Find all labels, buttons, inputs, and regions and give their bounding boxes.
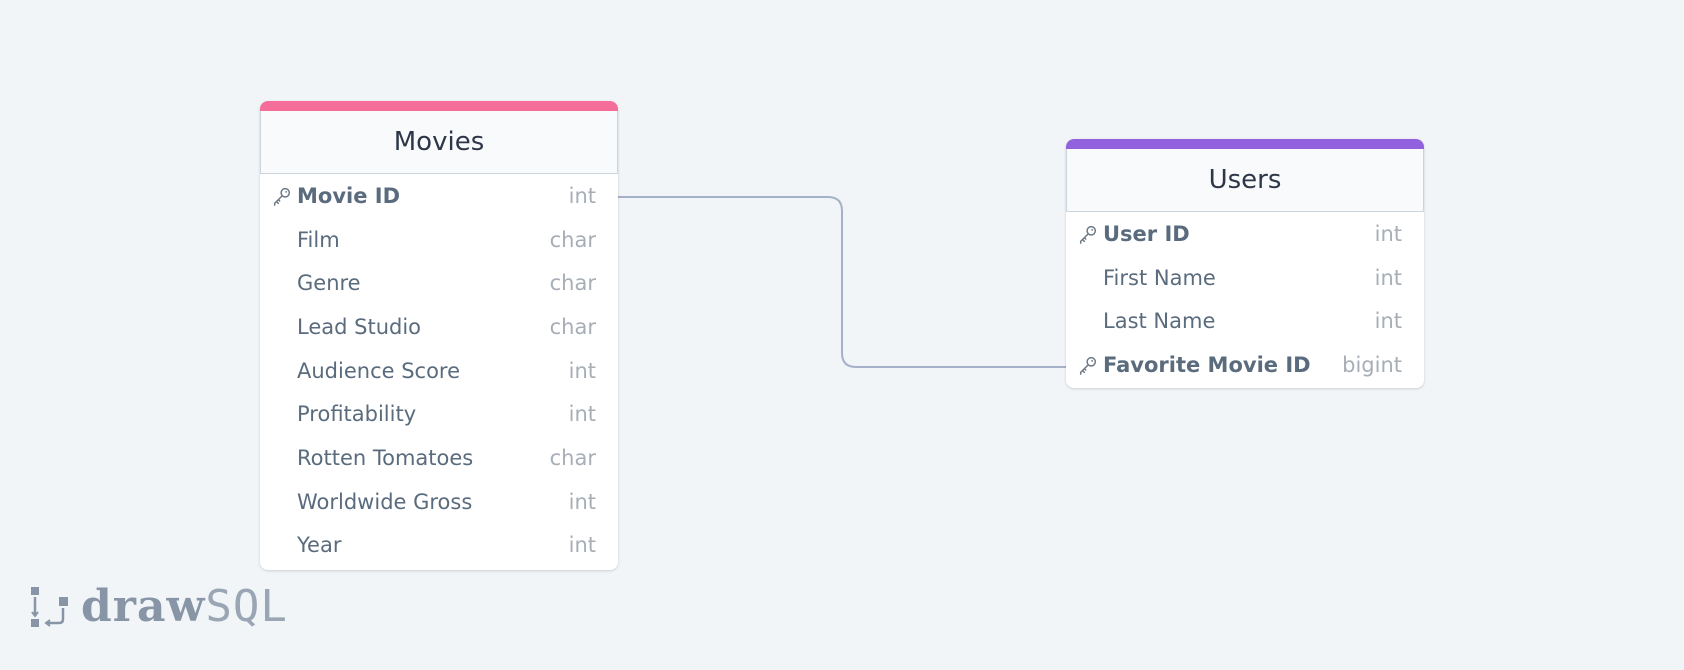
table-title: Users	[1066, 149, 1424, 212]
table-movies[interactable]: Movies Movie ID int Film char Genre char…	[260, 101, 618, 570]
column-type: char	[549, 227, 596, 252]
column-row[interactable]: Movie ID int	[260, 174, 618, 218]
column-type: char	[549, 445, 596, 470]
column-row[interactable]: Genre char	[260, 261, 618, 305]
table-columns: User ID int First Name int Last Name int…	[1066, 212, 1424, 387]
key-icon	[1079, 225, 1097, 244]
column-name: Genre	[297, 271, 361, 296]
column-row[interactable]: First Name int	[1066, 256, 1424, 300]
drawsql-logo-icon	[31, 587, 68, 627]
table-accent-bar	[260, 101, 618, 111]
column-name: Worldwide Gross	[297, 489, 473, 514]
column-row[interactable]: Rotten Tomatoes char	[260, 436, 618, 480]
drawsql-wordmark: drawSQL	[81, 585, 288, 629]
key-icon	[273, 187, 291, 206]
wordmark-draw: draw	[81, 581, 206, 632]
table-columns: Movie ID int Film char Genre char Lead S…	[260, 174, 618, 567]
column-type: char	[549, 314, 596, 339]
column-type: int	[568, 402, 596, 427]
column-name: First Name	[1103, 265, 1216, 290]
column-name: Rotten Tomatoes	[297, 445, 474, 470]
column-row[interactable]: User ID int	[1066, 212, 1424, 256]
column-row[interactable]: Lead Studio char	[260, 305, 618, 349]
column-type: int	[568, 358, 596, 383]
column-type: int	[1374, 265, 1402, 290]
column-row[interactable]: Last Name int	[1066, 299, 1424, 343]
column-row[interactable]: Worldwide Gross int	[260, 480, 618, 524]
relationship-line-movies-users[interactable]	[618, 196, 1066, 368]
wordmark-sql: SQL	[205, 581, 288, 632]
column-type: int	[1374, 221, 1402, 246]
column-name: User ID	[1103, 221, 1190, 246]
column-name: Favorite Movie ID	[1103, 352, 1311, 377]
key-icon	[1079, 356, 1097, 375]
column-name: Year	[297, 533, 342, 558]
column-name: Last Name	[1103, 309, 1216, 334]
column-name: Lead Studio	[297, 314, 422, 339]
column-row[interactable]: Year int	[260, 524, 618, 568]
column-type: int	[568, 183, 596, 208]
column-name: Movie ID	[297, 183, 401, 208]
column-name: Audience Score	[297, 358, 461, 383]
column-row[interactable]: Favorite Movie ID bigint	[1066, 343, 1424, 387]
column-type: int	[568, 533, 596, 558]
column-name: Film	[297, 227, 340, 252]
table-name: Users	[1208, 165, 1282, 195]
table-users[interactable]: Users User ID int First Name int Last Na…	[1066, 139, 1424, 388]
table-name: Movies	[393, 127, 485, 157]
table-accent-bar	[1066, 139, 1424, 149]
column-row[interactable]: Film char	[260, 218, 618, 262]
column-type: char	[549, 271, 596, 296]
column-type: bigint	[1342, 352, 1402, 377]
column-row[interactable]: Profitability int	[260, 392, 618, 436]
column-row[interactable]: Audience Score int	[260, 349, 618, 393]
drawsql-logo: drawSQL	[31, 585, 288, 629]
column-name: Profitability	[297, 402, 417, 427]
column-type: int	[1374, 309, 1402, 334]
table-title: Movies	[260, 111, 618, 174]
column-type: int	[568, 489, 596, 514]
